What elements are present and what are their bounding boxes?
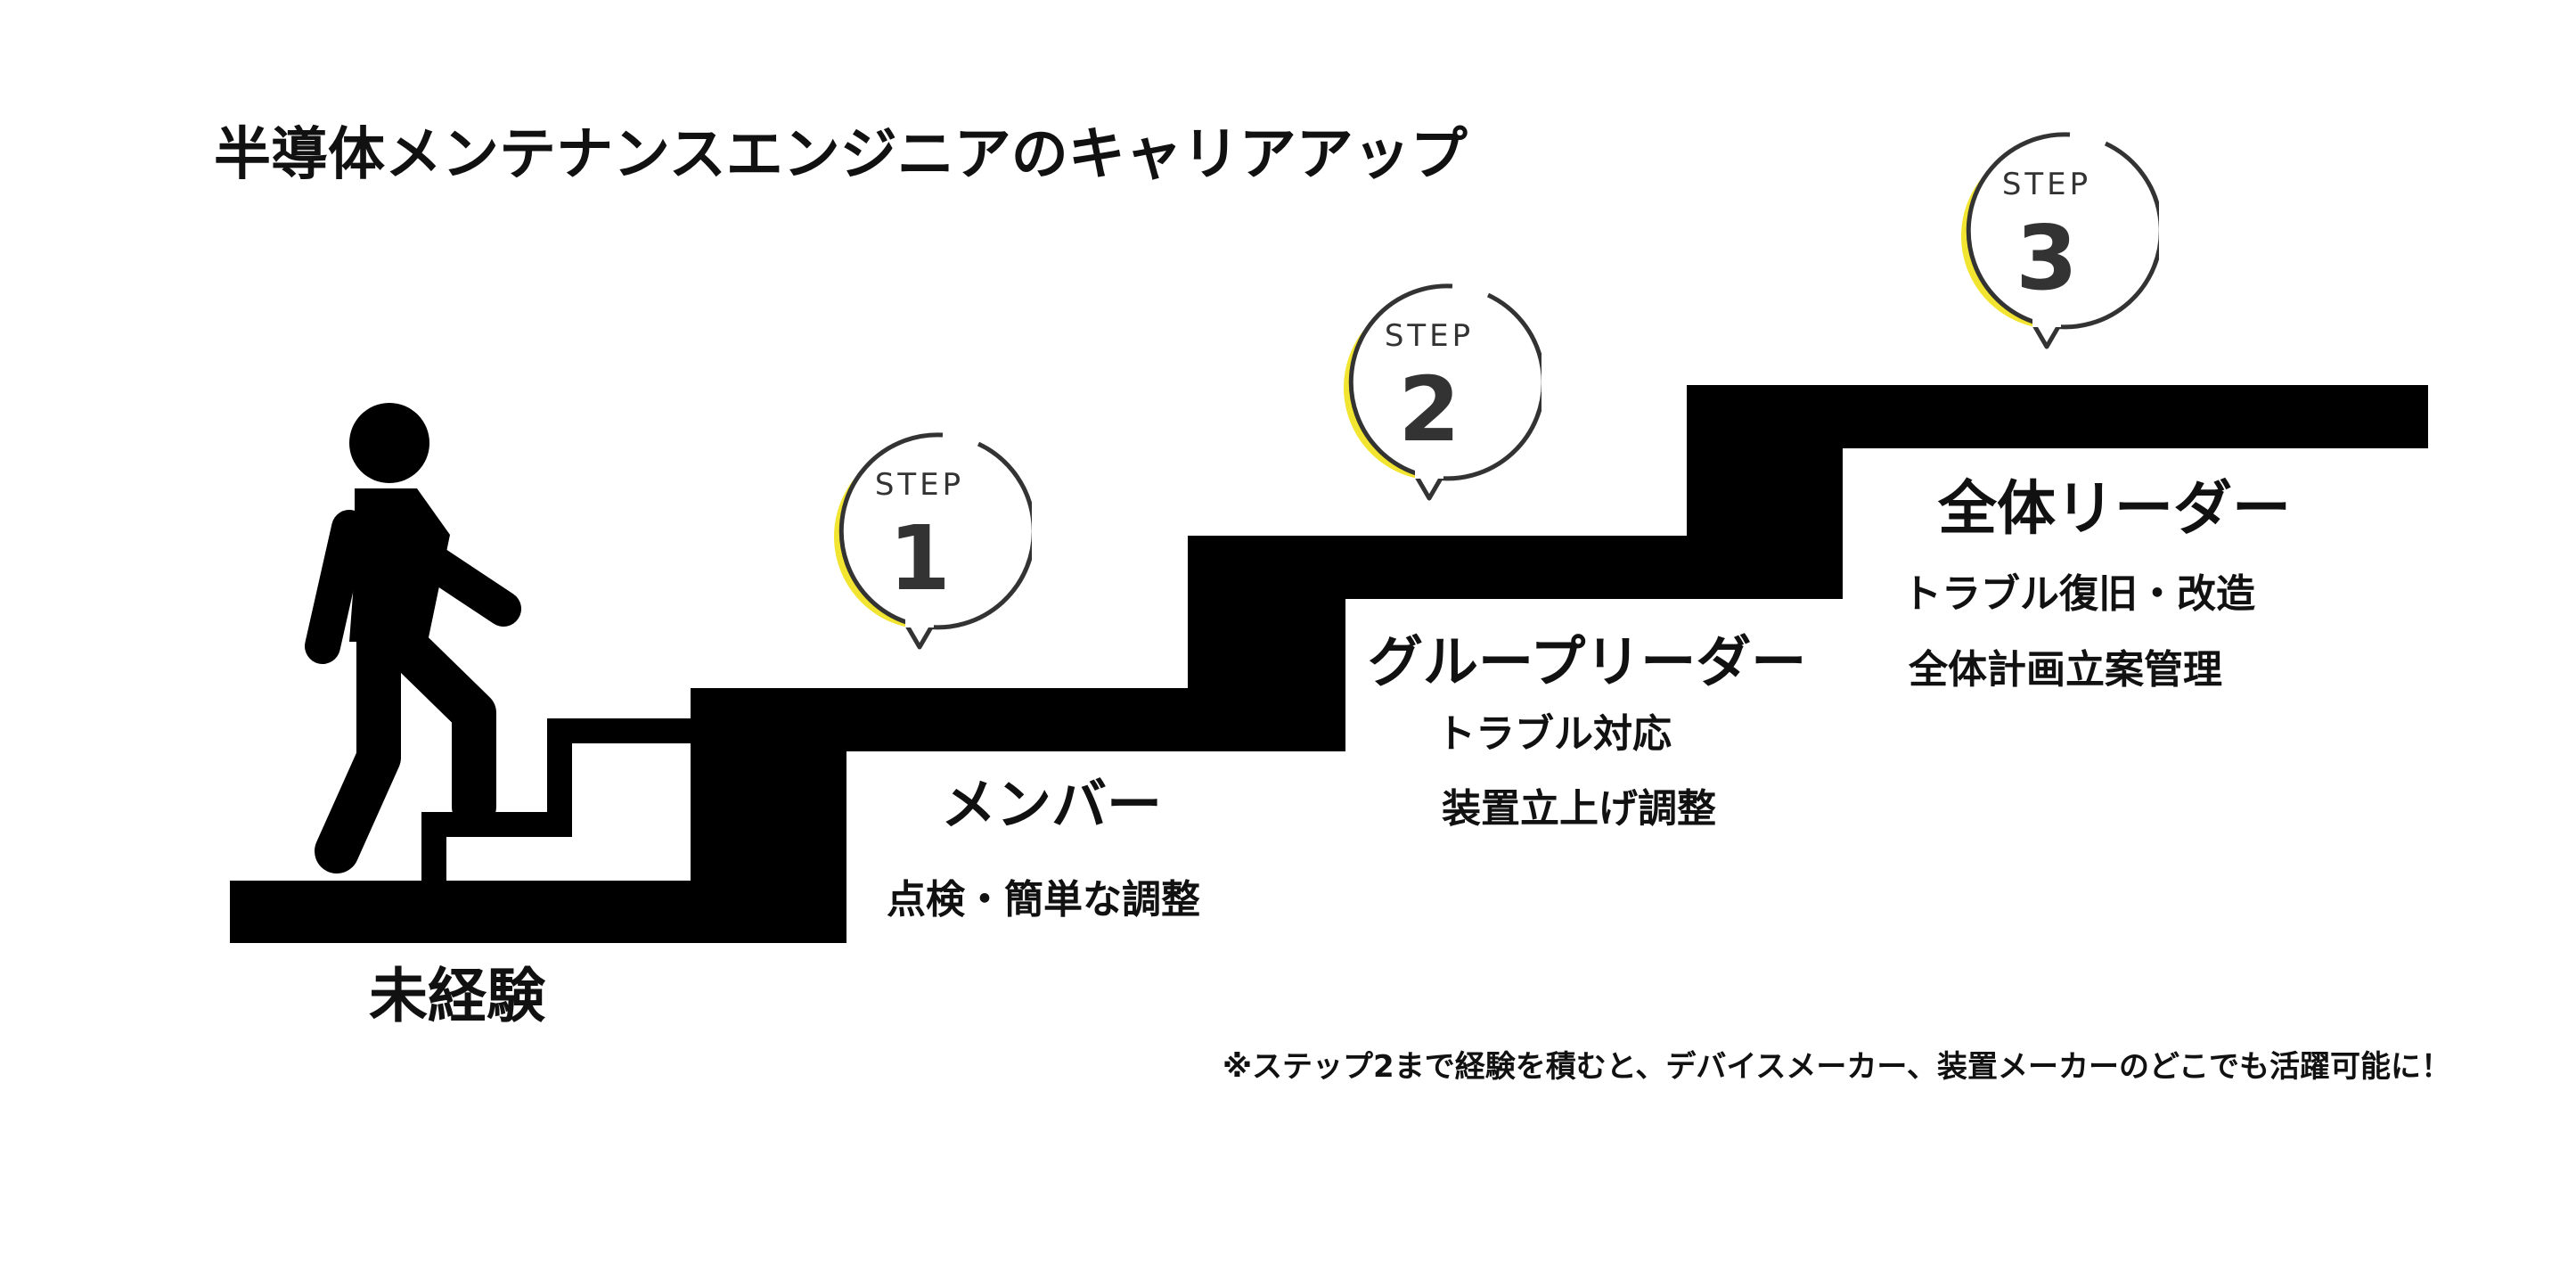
footnote: ※ステップ2まで経験を積むと、デバイスメーカー、装置メーカーのどこでも活躍可能に…	[1223, 1049, 2451, 1085]
stage-level-overall-leader: 全体リーダー	[1938, 474, 2291, 543]
step-label: STEP	[874, 467, 965, 503]
speech-bubble-icon	[1961, 132, 2163, 349]
person-walking-upstairs-icon	[305, 403, 521, 873]
step-label: STEP	[1384, 318, 1475, 354]
step-badge-1: STEP 1	[818, 428, 1036, 660]
step-number: 1	[888, 506, 951, 611]
speech-bubble-icon	[834, 432, 1036, 650]
stage-duty: トラブル対応	[1436, 711, 1672, 757]
step-number: 3	[2016, 206, 2078, 310]
stage-level-inexperienced: 未経験	[369, 962, 545, 1030]
stage-duty: 点検・簡単な調整	[887, 877, 1200, 923]
staircase-steps	[230, 385, 2428, 943]
step-number: 2	[1398, 357, 1460, 462]
speech-bubble-icon	[1344, 283, 1546, 501]
stage-duty: トラブル復旧・改造	[1902, 571, 2255, 617]
diagram-title: 半導体メンテナンスエンジニアのキャリアアップ	[214, 122, 1468, 188]
stage-level-group-leader: グループリーダー	[1368, 629, 1807, 694]
step-badge-3: STEP 3	[1945, 127, 2163, 359]
stage-level-member: メンバー	[941, 772, 1163, 837]
step-badge-2: STEP 2	[1328, 279, 1546, 511]
step-label: STEP	[2001, 167, 2092, 202]
stage-duty: 全体計画立案管理	[1909, 647, 2222, 693]
small-stair-outline	[294, 718, 691, 939]
stage-duty: 装置立上げ調整	[1442, 786, 1716, 832]
